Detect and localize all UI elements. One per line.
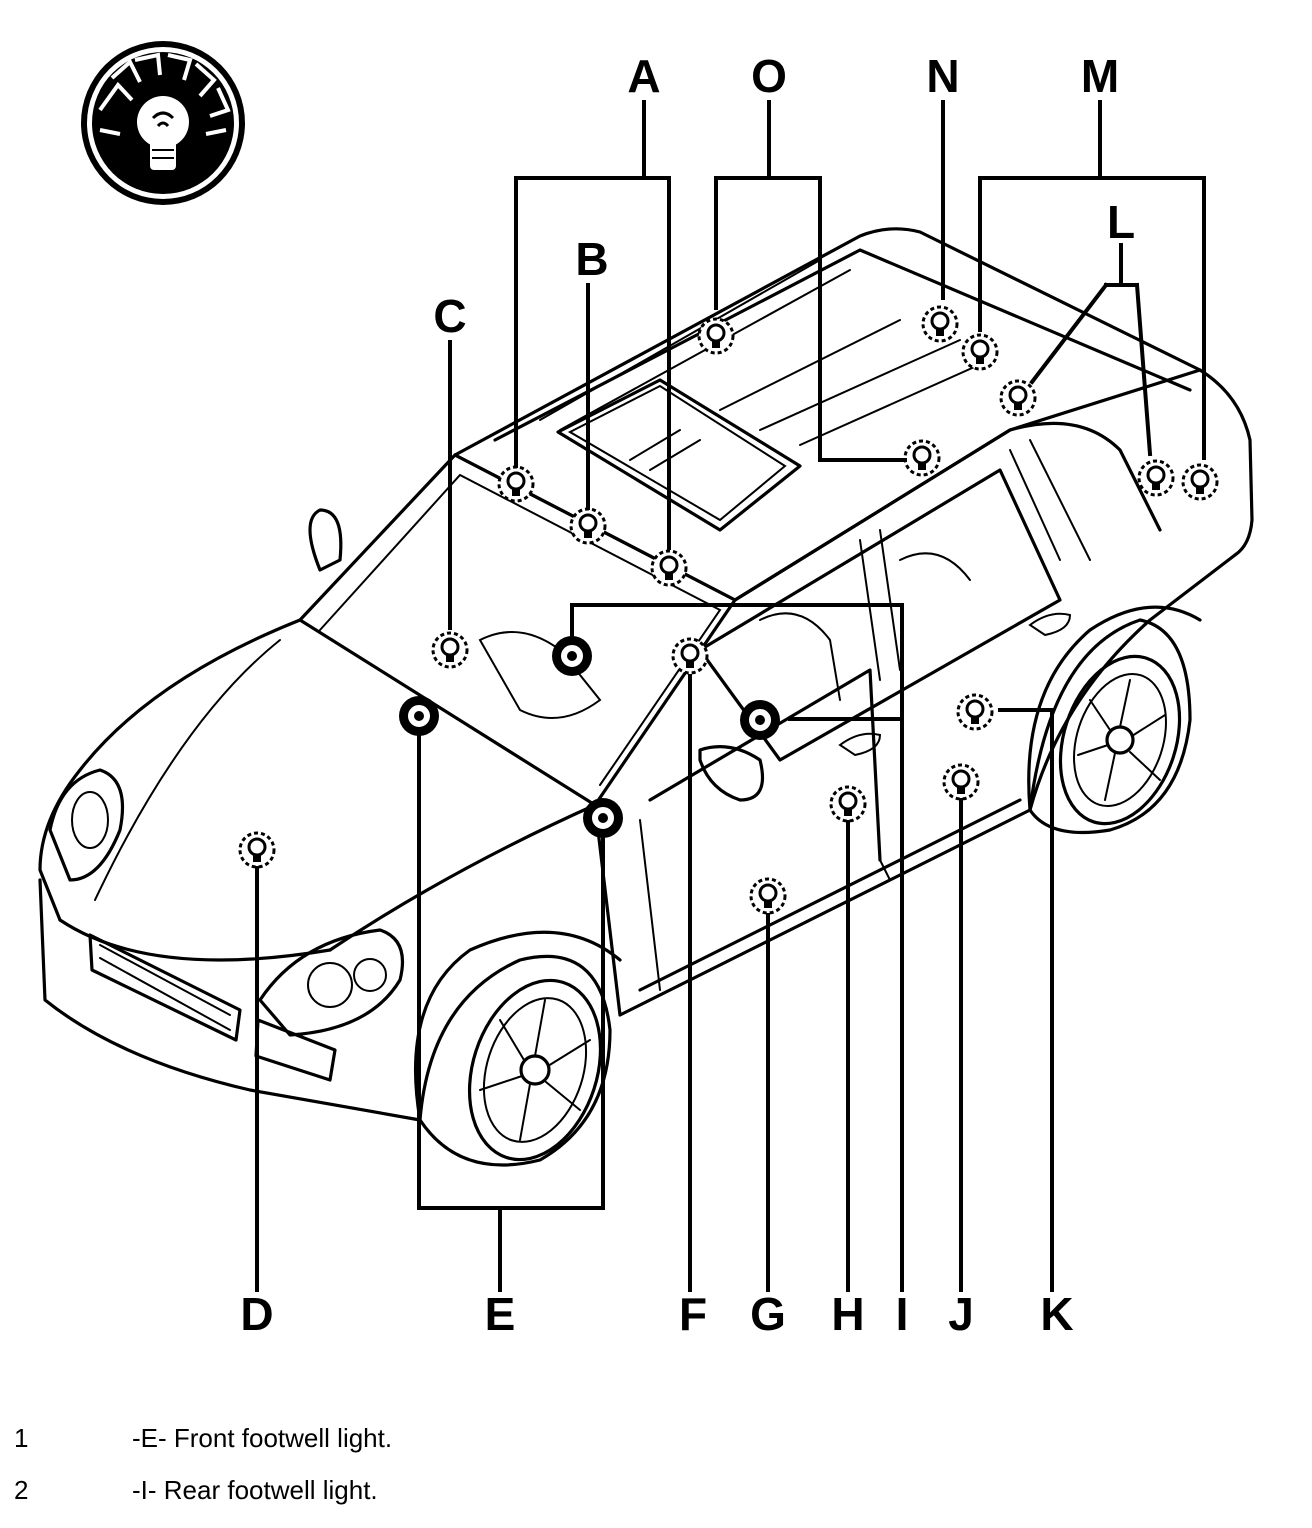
bulb-icon: [942, 763, 980, 801]
bulb-icon: [431, 631, 469, 669]
footwell-bulb-icon: [399, 696, 439, 736]
footwell-bulb-icon: [740, 700, 780, 740]
legend-text: -I- Rear footwell light.: [132, 1475, 378, 1505]
vehicle-interior-lighting-diagram: A O N M L B C D E F G H I J K: [38, 41, 1254, 1340]
legend-number: 1: [14, 1423, 29, 1453]
bulb-icon: [921, 305, 959, 343]
callout-label-f: F: [679, 1288, 707, 1340]
callout-label-j: J: [948, 1288, 974, 1340]
bulb-icon: [999, 379, 1037, 417]
footwell-bulb-icon: [552, 636, 592, 676]
callout-labels: A O N M L B C D E F G H I J K: [240, 50, 1135, 1340]
bulb-icon: [961, 333, 999, 371]
callout-label-n: N: [926, 50, 959, 102]
bulb-icon: [903, 439, 941, 477]
rear-wheel-icon: [1028, 618, 1192, 835]
interior-lighting-bulb-emblem-icon: [81, 41, 245, 205]
bulb-icon: [1137, 459, 1175, 497]
callout-label-a: A: [627, 50, 660, 102]
bulb-icon: [569, 507, 607, 545]
callout-label-i: I: [896, 1288, 909, 1340]
bulb-icon: [650, 549, 688, 587]
callout-label-e: E: [485, 1288, 516, 1340]
bulb-markers: [238, 305, 1219, 915]
legend-number: 2: [14, 1475, 29, 1505]
bulb-icon: [829, 785, 867, 823]
footwell-bulb-icon: [583, 798, 623, 838]
bulb-icon: [671, 637, 709, 675]
callout-label-m: M: [1081, 50, 1119, 102]
vehicle-outline: [38, 227, 1254, 1167]
bulb-icon: [238, 831, 276, 869]
bulb-icon: [749, 877, 787, 915]
front-wheel-icon: [418, 954, 612, 1167]
callout-label-k: K: [1040, 1288, 1073, 1340]
callout-label-c: C: [433, 290, 466, 342]
legend-text: -E- Front footwell light.: [132, 1423, 393, 1453]
bulb-icon: [497, 465, 535, 503]
callout-label-l: L: [1107, 196, 1135, 248]
callout-label-d: D: [240, 1288, 273, 1340]
callout-label-h: H: [831, 1288, 864, 1340]
bulb-icon: [956, 693, 994, 731]
bulb-icon: [1181, 463, 1219, 501]
leader-lines: [255, 100, 1206, 1292]
callout-label-b: B: [575, 233, 608, 285]
bulb-icon: [697, 317, 735, 355]
callout-label-o: O: [751, 50, 787, 102]
callout-label-g: G: [750, 1288, 786, 1340]
